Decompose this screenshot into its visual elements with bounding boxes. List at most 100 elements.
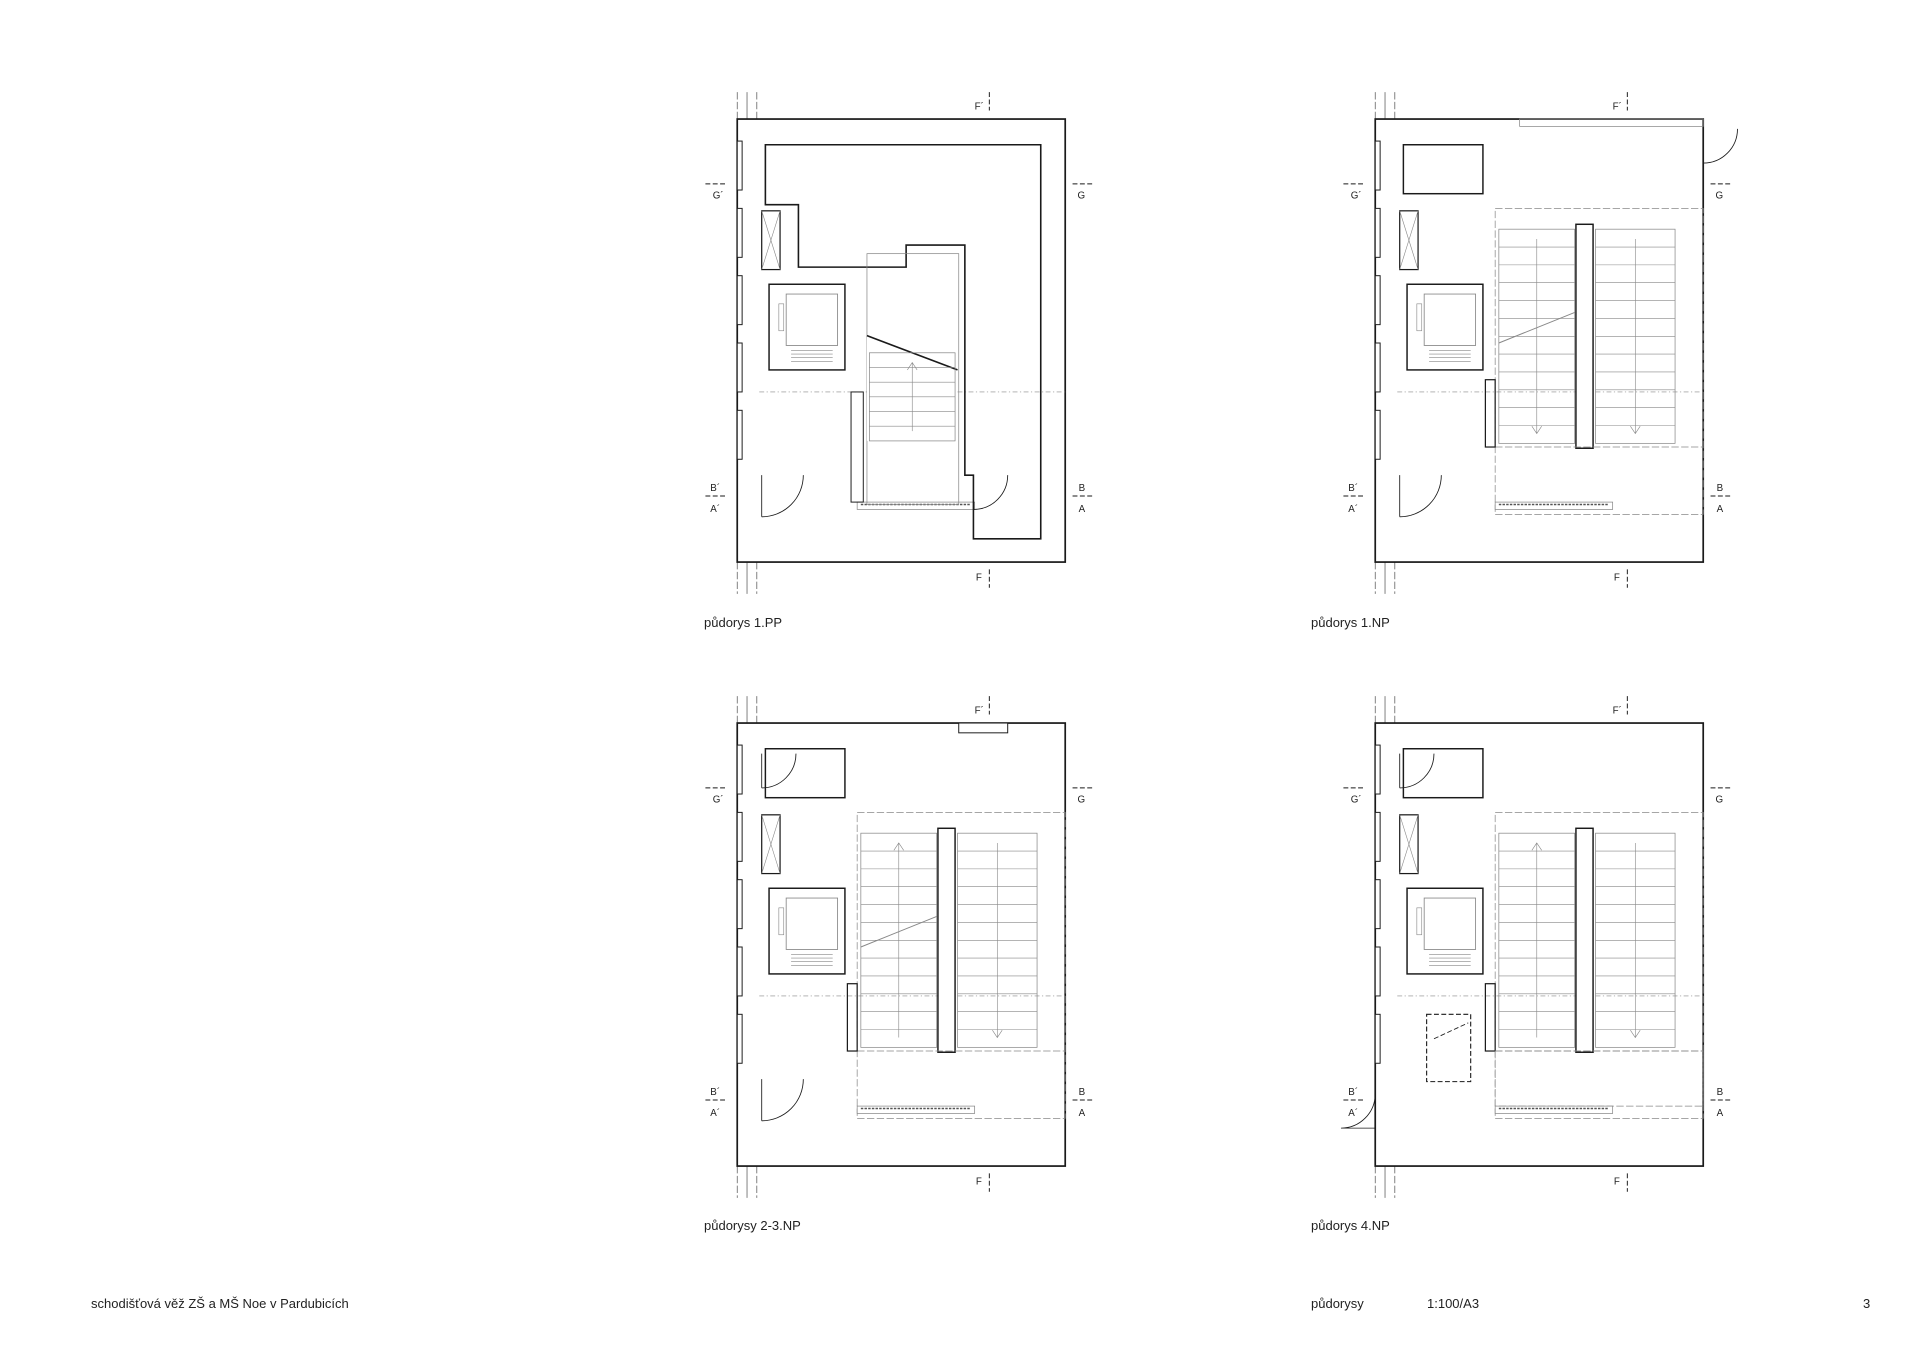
inner-room-wall [764,143,1042,540]
section-label-a-right: A [1717,1108,1724,1119]
pilaster [1374,811,1381,862]
section-label-g-right: G [1715,191,1723,202]
section-label-a-right: A [1717,504,1724,515]
plan-title-1pp: půdorys 1.PP [704,615,783,630]
section-label-f-bottom: F [976,572,982,583]
window-top [1519,118,1704,127]
central-handrail-wall [1575,223,1594,449]
section-label-b-left: B´ [710,483,720,494]
elevator-cabin [1423,293,1477,346]
section-label-f-top: F´ [1613,101,1622,112]
section-label-a-right: A [1079,1108,1086,1119]
dashed-diagonal [1433,1022,1469,1040]
small-room [764,748,846,799]
page-number: 3 [1863,1296,1871,1311]
shaft [761,814,781,875]
pilaster [736,275,743,326]
pilaster [1374,207,1381,258]
pilaster [736,879,743,930]
small-room [1402,748,1484,799]
section-label-b-right: B [1717,483,1724,494]
pilaster [736,744,743,795]
arrow-down-icon [1630,426,1641,435]
stair-flight-left [860,832,938,1048]
elevator [768,283,846,371]
stair-hall [1494,812,1704,1119]
elevator-cabin [785,897,839,950]
elevator [1406,283,1484,371]
rect [778,907,785,936]
pilaster [1374,275,1381,326]
handrail-left [846,983,858,1052]
shaft [1399,210,1419,271]
plan-title-2-3np: půdorysy 2-3.NP [704,1218,801,1233]
sheet-name: půdorysy [1311,1296,1364,1311]
arrow-up-icon [907,362,918,371]
drawing-scale: 1:100/A3 [1427,1296,1480,1311]
arrow-down-icon [992,1030,1003,1039]
pilaster [736,207,743,258]
stair-cut-line [1498,311,1575,344]
section-label-g-right: G [1077,795,1085,806]
shaft-cross [761,814,781,874]
stair-flight-up [869,352,956,442]
small-room [1402,144,1484,195]
arrow-down-icon [1531,426,1542,435]
section-label-a-right: A [1079,504,1086,515]
project-name: schodišťová věž ZŠ a MŠ Noe v Pardubicíc… [91,1296,349,1311]
pilaster [1374,1013,1381,1064]
pilaster [1374,744,1381,795]
central-handrail-wall [1575,827,1594,1053]
section-label-b-left: B´ [710,1087,720,1098]
section-label-g-left: G´ [713,795,724,806]
door-swing-left [761,475,804,518]
stair-flight-right [957,832,1038,1048]
shaft-cross [1399,814,1419,874]
section-label-b-right: B [1717,1087,1724,1098]
pilaster [736,946,743,997]
pilaster [736,409,743,460]
section-label-g-left: G´ [1351,795,1362,806]
elevator-shaft-wall [768,283,846,371]
elevator-shaft-wall [1406,283,1484,371]
elevator [768,887,846,975]
elevator [1406,887,1484,975]
door-swing-left [761,1079,804,1122]
pilaster [1374,946,1381,997]
pilaster [736,1013,743,1064]
pilaster [1374,409,1381,460]
window-top [958,722,1009,734]
section-label-b-left: B´ [1348,1087,1358,1098]
central-handrail-wall [937,827,956,1053]
section-label-g-right: G [1715,795,1723,806]
elevator-cabin [1423,897,1477,950]
section-label-f-bottom: F [1614,1176,1620,1187]
handrail-left [1484,379,1496,448]
pilaster [736,811,743,862]
door-swing-right-top [1702,128,1738,164]
rect [1416,303,1423,332]
section-label-f-top: F´ [975,705,984,716]
rect [1416,907,1423,936]
section-label-f-top: F´ [1613,705,1622,716]
section-label-a-left: A´ [710,1108,720,1119]
section-label-g-left: G´ [713,191,724,202]
arrow-up-icon [893,842,904,851]
section-label-b-right: B [1079,1087,1086,1098]
landing-area [1494,1050,1704,1107]
shaft [761,210,781,271]
door-swing-top-left [1399,753,1435,789]
stair-flight-right [1595,228,1676,444]
door-swing-exterior [1340,1093,1376,1129]
stair-cut-line [860,915,937,948]
shaft-cross [761,210,781,270]
pilaster [1374,140,1381,191]
arrow-up-icon [1531,842,1542,851]
handrail-left [1484,983,1496,1052]
section-label-b-right: B [1079,483,1086,494]
entrance-threshold [856,501,976,510]
stair-flight-left [1498,832,1576,1048]
stair-flight-left [1498,228,1576,444]
